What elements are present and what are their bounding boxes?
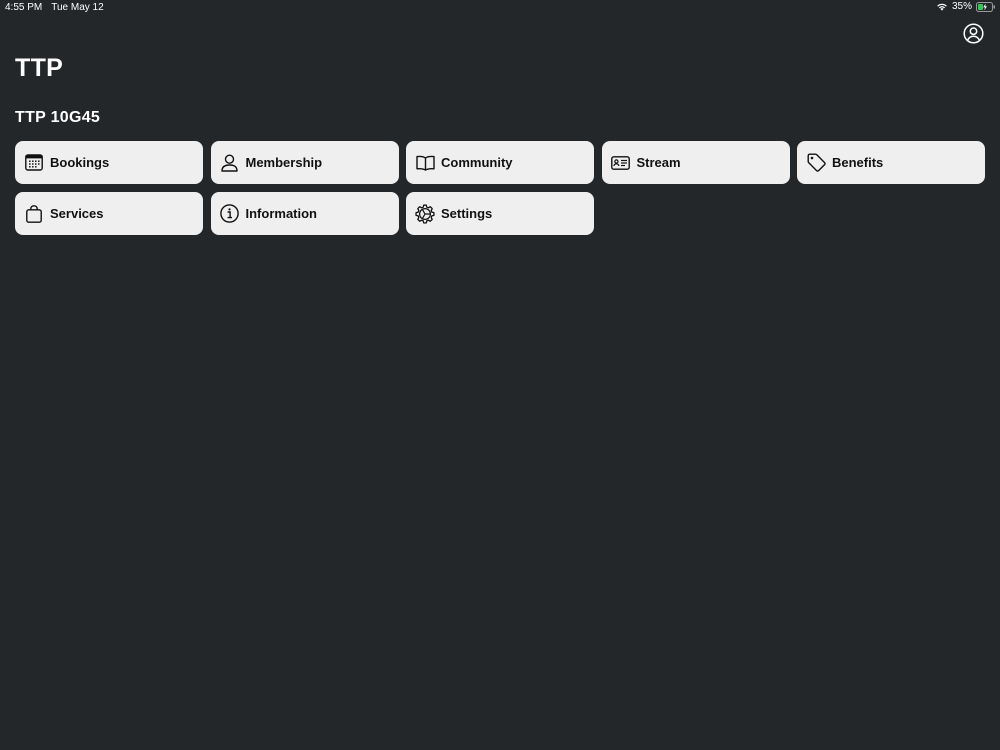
stream-tile[interactable]: Stream (601, 141, 790, 184)
community-label: Community (441, 155, 513, 170)
bag-icon (24, 204, 44, 224)
benefits-tile[interactable]: Benefits (797, 141, 985, 184)
settings-label: Settings (441, 206, 493, 221)
wifi-icon (936, 2, 948, 11)
person-icon (220, 153, 240, 173)
id-card-icon (611, 153, 631, 173)
information-label: Information (245, 206, 318, 221)
settings-tile[interactable]: Settings (406, 192, 594, 235)
membership-tile[interactable]: Membership (210, 141, 399, 184)
section-title: TTP 10G45 (15, 109, 101, 126)
info-icon (220, 204, 240, 224)
membership-label: Membership (245, 155, 323, 170)
menu-grid: Bookings Membership Community (15, 141, 985, 235)
tag-icon (806, 153, 826, 173)
services-tile[interactable]: Services (15, 192, 203, 235)
book-icon (415, 153, 435, 173)
battery-charging-icon (976, 1, 996, 12)
status-bar: 4:55 PM Tue May 12 35% (0, 0, 1000, 16)
benefits-label: Benefits (832, 155, 884, 170)
bookings-label: Bookings (50, 155, 110, 170)
calendar-icon (24, 153, 44, 173)
app-title: TTP (15, 54, 64, 82)
services-label: Services (50, 206, 104, 221)
account-button[interactable] (963, 23, 984, 44)
community-tile[interactable]: Community (406, 141, 594, 184)
information-tile[interactable]: Information (210, 192, 399, 235)
gear-icon (415, 203, 435, 224)
battery-percent: 35% (951, 1, 972, 12)
stream-label: Stream (636, 155, 681, 170)
bookings-tile[interactable]: Bookings (15, 141, 203, 184)
person-circle-icon (963, 23, 984, 48)
status-date: Tue May 12 (51, 2, 104, 13)
status-time: 4:55 PM (5, 2, 43, 13)
